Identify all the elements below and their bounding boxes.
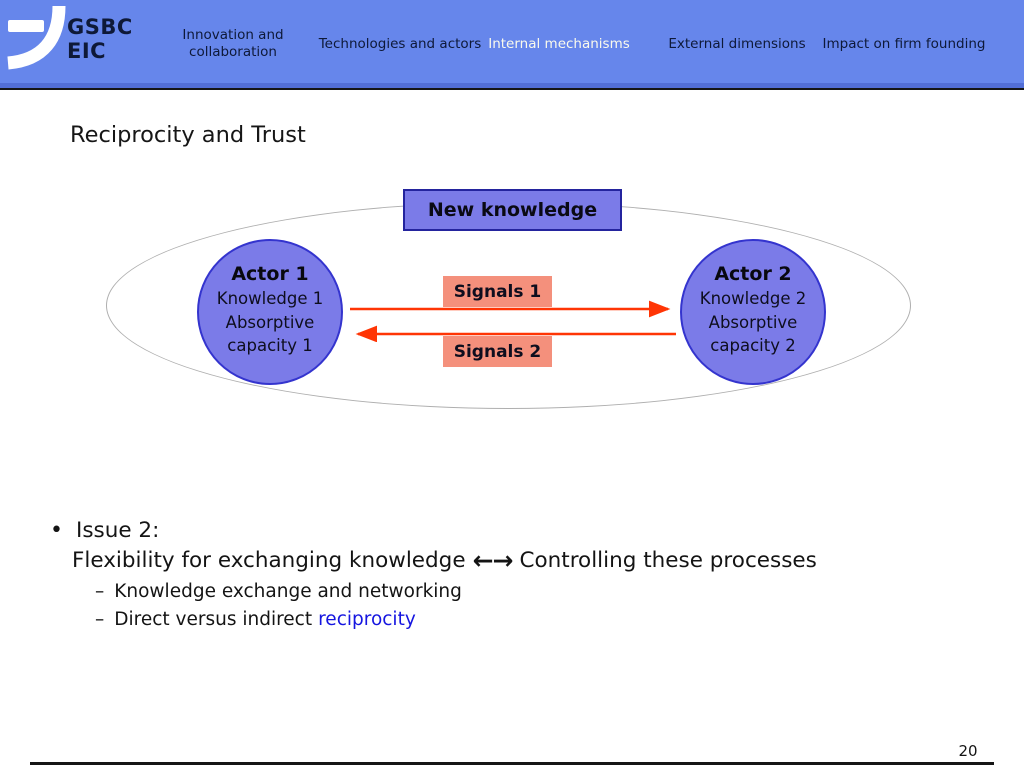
gsbc-logo-icon — [7, 5, 66, 70]
actor1-absorptive-label: Absorptive — [225, 312, 315, 332]
sub2-text: Direct versus indirect — [114, 609, 313, 630]
sub1-text: Knowledge exchange and networking — [114, 581, 462, 602]
double-arrow-icon: ←→ — [472, 546, 514, 575]
actor2-capacity-label: capacity 2 — [710, 336, 796, 355]
logo-line1: GSBC — [67, 15, 133, 39]
actor2-knowledge-label: Knowledge 2 — [699, 289, 807, 308]
nav-item-external-dimensions[interactable]: External dimensions — [668, 35, 806, 52]
nav-item-internal-mechanisms[interactable]: Internal mechanisms — [488, 35, 630, 52]
logo-line2: EIC — [67, 39, 107, 63]
actor2-absorptive-label: Absorptive — [708, 312, 798, 332]
actor1-knowledge-label: Knowledge 1 — [216, 289, 324, 308]
footer-divider-line — [30, 762, 994, 765]
nav-item-impact-firm-founding[interactable]: Impact on firm founding — [822, 35, 986, 52]
header-bar: GSBC EIC Innovation and collaboration Te… — [0, 0, 1024, 88]
issue-bullet-line: • Issue 2: — [50, 518, 159, 543]
sub-bullet-knowledge-exchange: –Knowledge exchange and networking — [95, 581, 462, 602]
header-divider-line — [0, 88, 1024, 90]
actor1-node: Actor 1 Knowledge 1 Absorptive capacity … — [197, 239, 343, 385]
logo-text: GSBC EIC — [67, 15, 133, 63]
issue-label: Issue 2: — [75, 518, 160, 543]
signals2-box: Signals 2 — [443, 336, 552, 367]
bullet-marker: • — [50, 518, 63, 543]
signal-exchange-arrows — [350, 300, 676, 342]
dash-marker: – — [95, 581, 105, 602]
nav-item-technologies-actors[interactable]: Technologies and actors — [318, 35, 482, 52]
dash-marker: – — [95, 609, 105, 630]
new-knowledge-box: New knowledge — [403, 189, 622, 231]
actor1-title: Actor 1 — [231, 263, 309, 285]
page-number: 20 — [958, 742, 978, 760]
issue-description-line: Flexibility for exchanging knowledge←→Co… — [72, 546, 817, 575]
actor2-title: Actor 2 — [714, 263, 792, 285]
actor2-node: Actor 2 Knowledge 2 Absorptive capacity … — [680, 239, 826, 385]
issue-text-post: Controlling these processes — [519, 548, 817, 573]
nav-item-innovation-collaboration[interactable]: Innovation and collaboration — [182, 27, 284, 60]
actor1-capacity-label: capacity 1 — [227, 336, 313, 355]
issue-text-pre: Flexibility for exchanging knowledge — [72, 548, 466, 573]
page-title: Reciprocity and Trust — [70, 122, 306, 148]
reciprocity-link[interactable]: reciprocity — [318, 609, 416, 630]
signals1-box: Signals 1 — [443, 276, 552, 307]
